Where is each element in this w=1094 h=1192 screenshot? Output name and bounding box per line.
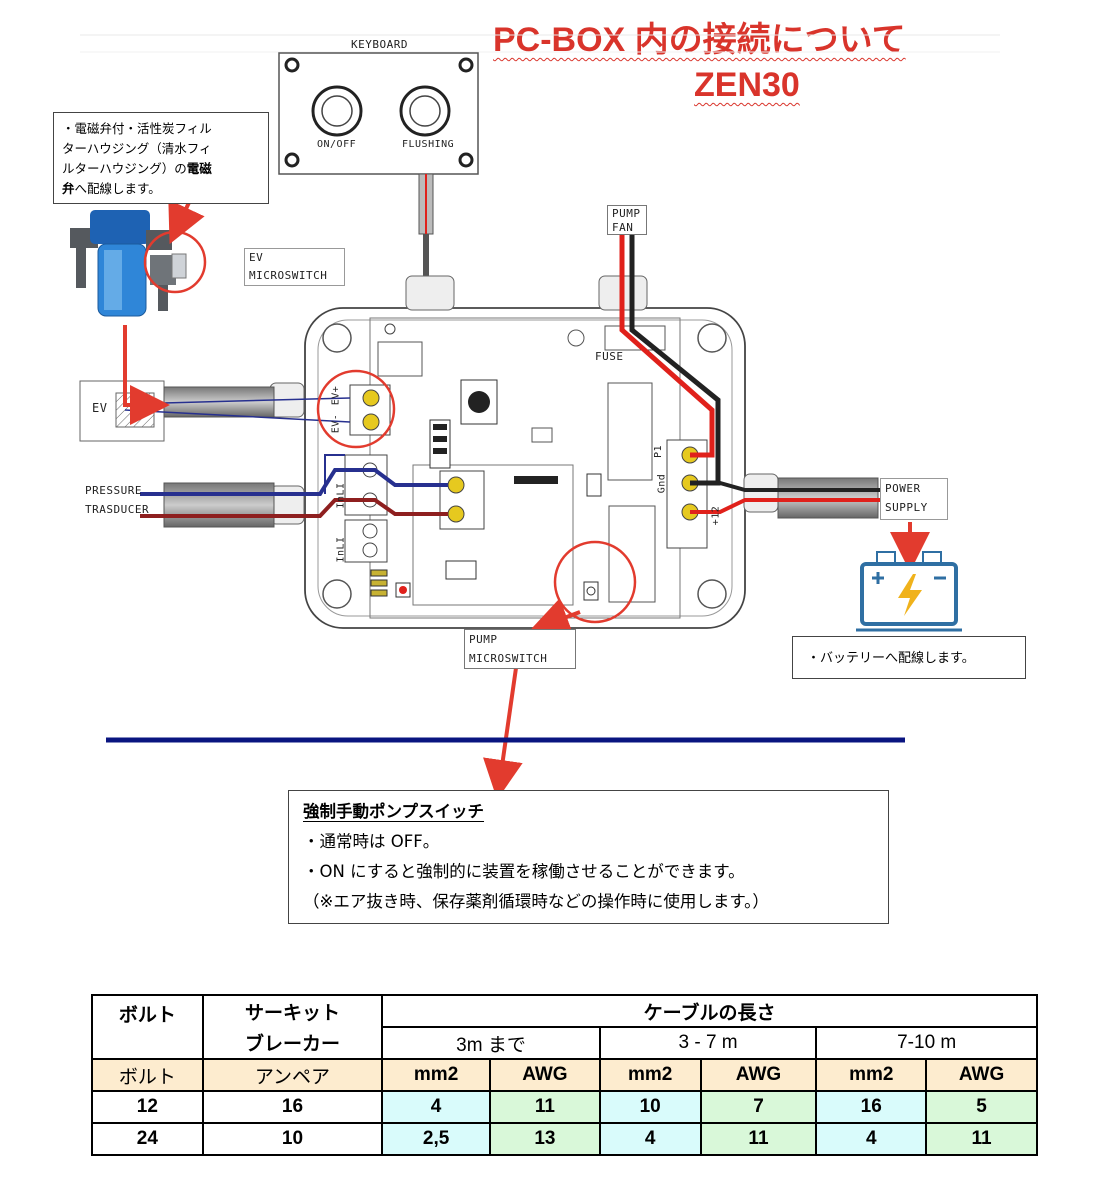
ev-terminal-highlight-circle (316, 369, 396, 449)
battery-note: ・バッテリーへ配線します。 (792, 636, 1026, 679)
wiring-diagram (70, 34, 1000, 800)
unit-awg: AWG (488, 1058, 601, 1092)
cell-awg: 7 (699, 1090, 818, 1124)
cell-mm2: 2,5 (381, 1122, 491, 1156)
cell-awg: 5 (925, 1090, 1038, 1124)
unit-mm2: mm2 (381, 1058, 491, 1092)
switch-note-title: 強制手動ポンプスイッチ (303, 802, 485, 821)
cell-mm2: 4 (381, 1090, 491, 1124)
cell-mm2: 4 (598, 1122, 702, 1156)
cable-glands (269, 275, 779, 525)
unit-awg: AWG (925, 1058, 1038, 1092)
cell-amp: 10 (201, 1122, 384, 1156)
range-7-10m: 7-10 m (815, 1026, 1038, 1060)
cell-mm2: 16 (815, 1090, 928, 1124)
cell-volt: 12 (91, 1090, 204, 1124)
cell-mm2: 4 (815, 1122, 928, 1156)
terminal-gnd: Gnd (656, 473, 668, 494)
cell-amp: 16 (201, 1090, 384, 1124)
terminal-inli-1: InLI (335, 482, 347, 509)
keyboard-label: KEYBOARD (351, 38, 408, 51)
subheader-amp: アンペア (201, 1058, 384, 1092)
pump-fan-label: PUMP FAN (607, 205, 647, 235)
cell-awg: 11 (699, 1122, 818, 1156)
cell-awg: 11 (488, 1090, 601, 1124)
pump-microswitch-label: PUMP MICROSWITCH (464, 629, 576, 669)
model-title: ZEN30 (694, 66, 800, 104)
pressure-transducer-label: PRESSURE TRASDUCER (85, 484, 150, 516)
subheader-volt: ボルト (91, 1058, 204, 1092)
pc-box (304, 307, 746, 629)
terminal-ev-plus: EV+ (330, 385, 342, 406)
terminal-plus12: +12 (710, 505, 722, 526)
onoff-button[interactable] (311, 85, 363, 137)
terminal-ev-minus: EV- (330, 413, 342, 434)
power-supply-label: POWER SUPPLY (880, 478, 948, 520)
cell-mm2: 10 (598, 1090, 702, 1124)
valve-note: ・電磁弁付・活性炭フィル ターハウジング（清水フィ ルターハウジング）の電磁 弁… (53, 112, 269, 204)
pump-switch-highlight-circle (553, 540, 637, 624)
flushing-button[interactable] (399, 85, 451, 137)
cell-awg: 13 (488, 1122, 601, 1156)
header-breaker-2: ブレーカー (201, 1027, 384, 1060)
unit-mm2: mm2 (598, 1058, 702, 1092)
table-row: 24 10 2,5 13 4 11 4 11 (91, 1122, 1038, 1156)
terminal-inli-2: InLI (335, 536, 347, 563)
onoff-label: ON/OFF (317, 139, 357, 150)
unit-awg: AWG (699, 1058, 818, 1092)
header-volt: ボルト (91, 994, 204, 1060)
flushing-label: FLUSHING (402, 139, 455, 150)
range-3-7m: 3 - 7 m (598, 1026, 818, 1060)
fuse-label: FUSE (595, 350, 624, 363)
cable-spec-table: ボルト サーキット ケーブルの長さ ブレーカー 3m まで 3 - 7 m 7-… (91, 994, 1038, 1156)
ev-box-label: EV (92, 401, 108, 415)
battery-icon (856, 551, 962, 632)
keyboard-panel (278, 52, 479, 175)
manual-pump-switch-note: 強制手動ポンプスイッチ ・通常時は OFF。 ・ON にすると強制的に装置を稼働… (288, 790, 889, 924)
filter-housing-image (70, 210, 187, 317)
header-cable-length: ケーブルの長さ (381, 994, 1038, 1028)
cell-awg: 11 (925, 1122, 1038, 1156)
ev-microswitch-label: EV MICROSWITCH (244, 248, 345, 286)
header-breaker-1: サーキット (201, 994, 384, 1027)
table-row: 12 16 4 11 10 7 16 5 (91, 1090, 1038, 1124)
cell-volt: 24 (91, 1122, 204, 1156)
page-title: PC-BOX 内の接続について (493, 21, 906, 59)
range-3m: 3m まで (381, 1026, 601, 1060)
terminal-p1: P1 (653, 444, 665, 459)
unit-mm2: mm2 (815, 1058, 928, 1092)
